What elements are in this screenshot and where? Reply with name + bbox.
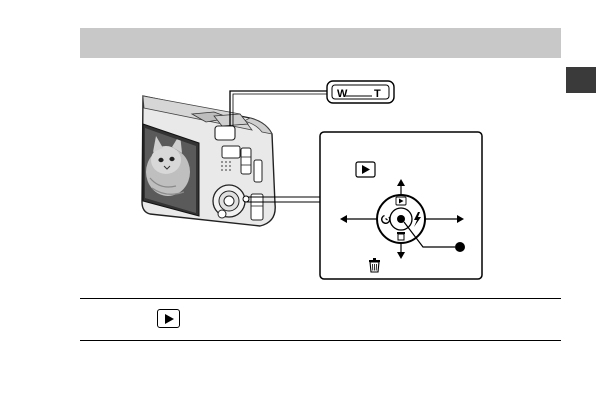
section-divider-top bbox=[80, 298, 561, 299]
panel-play-icon bbox=[356, 162, 375, 177]
control-wheel-detail-panel bbox=[320, 132, 482, 279]
play-icon bbox=[157, 309, 180, 328]
section-divider-bottom bbox=[80, 340, 561, 341]
panel-trash-icon bbox=[369, 258, 380, 272]
zoom-wide-label: W bbox=[337, 88, 348, 100]
zoom-tele-label: T bbox=[374, 88, 381, 100]
center-button-dot bbox=[397, 215, 405, 223]
